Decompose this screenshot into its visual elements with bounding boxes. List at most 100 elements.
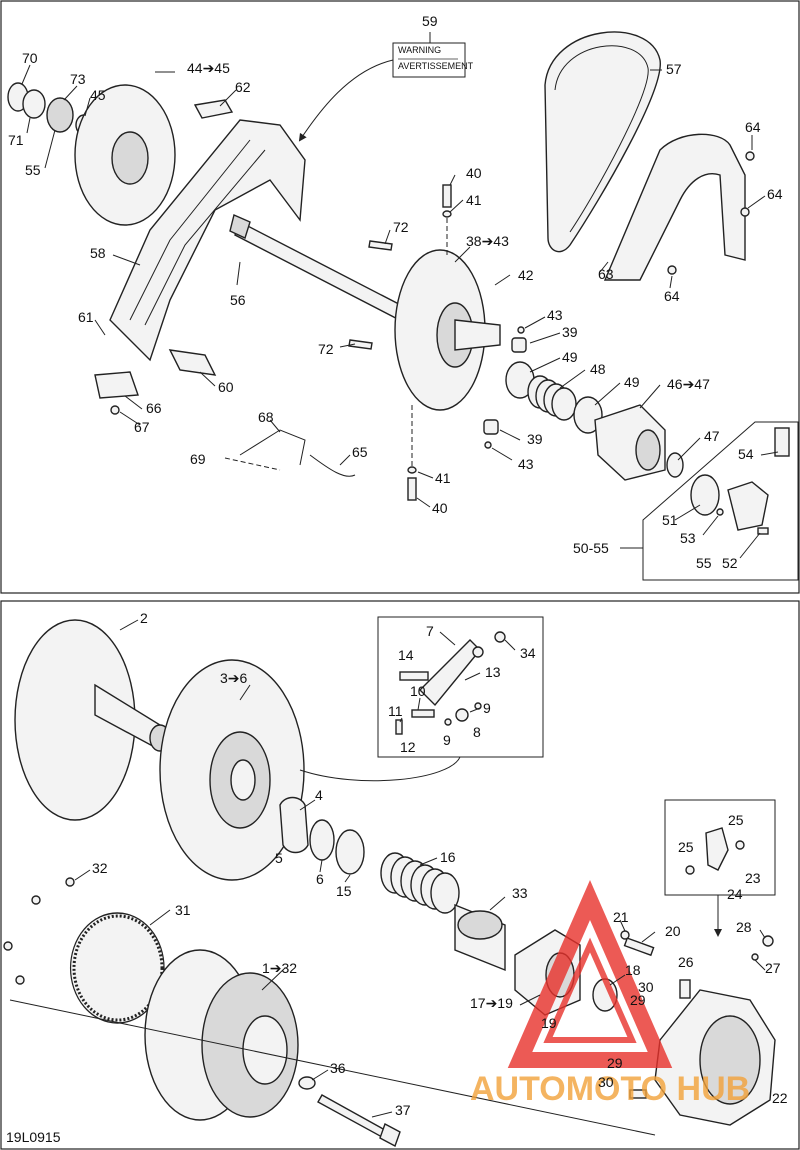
label-25a: 25 <box>728 812 744 828</box>
label-3-6: 3➔6 <box>220 670 248 686</box>
lever-detail-box <box>377 616 544 758</box>
label-51: 51 <box>662 512 678 528</box>
label-48: 48 <box>590 361 606 377</box>
screw-64c <box>667 265 677 275</box>
screw-32c <box>3 941 13 951</box>
label-53: 53 <box>680 530 696 546</box>
spring-48 <box>527 375 577 421</box>
label-17-19: 17➔19 <box>470 995 513 1011</box>
label-30b: 30 <box>598 1074 614 1090</box>
label-25b: 25 <box>678 839 694 855</box>
bolt-72b <box>348 339 373 350</box>
label-52: 52 <box>722 555 738 571</box>
label-50-55: 50-55 <box>573 540 609 556</box>
label-72a: 72 <box>393 219 409 235</box>
bracket-66 <box>94 371 139 399</box>
label-14: 14 <box>398 647 414 663</box>
label-39a: 39 <box>562 324 578 340</box>
label-62: 62 <box>235 79 251 95</box>
label-43a: 43 <box>547 307 563 323</box>
ring-6 <box>309 819 335 861</box>
label-7: 7 <box>426 623 434 639</box>
bushing-4 <box>279 796 309 854</box>
bottom-panel-frame <box>0 600 800 1150</box>
drawing-code: 19L0915 <box>6 1129 61 1145</box>
bolt-72a <box>368 240 393 251</box>
top-panel-frame <box>0 0 800 594</box>
label-69: 69 <box>190 451 206 467</box>
washer-9a <box>474 702 482 710</box>
screw-34a <box>494 631 506 643</box>
label-10: 10 <box>410 683 426 699</box>
screw-40b <box>407 477 417 501</box>
label-16: 16 <box>440 849 456 865</box>
label-12: 12 <box>400 739 416 755</box>
weight-24 <box>705 827 729 871</box>
slider-39b <box>483 419 499 435</box>
label-65: 65 <box>352 444 368 460</box>
label-24: 24 <box>727 886 743 902</box>
label-55a: 55 <box>25 162 41 178</box>
pin-26 <box>679 979 691 999</box>
label-21: 21 <box>613 909 629 925</box>
label-60: 60 <box>218 379 234 395</box>
label-33: 33 <box>512 885 528 901</box>
label-45: 45 <box>90 87 106 103</box>
label-64c: 64 <box>664 288 680 304</box>
label-58: 58 <box>90 245 106 261</box>
callout-labels: 59 70 73 44➔45 62 45 71 55 58 56 61 60 6… <box>8 13 788 1118</box>
weight-detail-box <box>664 799 776 896</box>
label-70: 70 <box>22 50 38 66</box>
screw-32d <box>15 975 25 985</box>
drive-belt-57 <box>544 31 661 253</box>
label-44-45: 44➔45 <box>187 60 230 76</box>
washer-36 <box>298 1076 316 1090</box>
roller-8 <box>455 708 469 722</box>
bracket-60 <box>168 349 217 376</box>
label-40a: 40 <box>466 165 482 181</box>
label-64a: 64 <box>745 119 761 135</box>
spring-16 <box>380 852 460 914</box>
label-49b: 49 <box>624 374 640 390</box>
detail-box-50-55 <box>642 421 799 581</box>
pin-10 <box>411 709 435 718</box>
pin-20 <box>623 937 655 957</box>
washer-9b <box>444 718 452 726</box>
screw-67 <box>110 405 120 415</box>
label-46-47: 46➔47 <box>667 376 710 392</box>
ring-gear-31 <box>69 912 165 1024</box>
key-54 <box>774 427 790 457</box>
label-40b: 40 <box>432 500 448 516</box>
label-30a: 30 <box>638 979 654 995</box>
label-57: 57 <box>666 61 682 77</box>
circlip-47 <box>666 452 684 478</box>
label-37: 37 <box>395 1102 411 1118</box>
label-71: 71 <box>8 132 24 148</box>
label-27: 27 <box>765 960 781 976</box>
label-42: 42 <box>518 267 534 283</box>
nut-53 <box>716 508 724 516</box>
screw-64a <box>745 151 755 161</box>
washer-41a <box>442 210 452 218</box>
label-11: 11 <box>388 703 403 719</box>
ring-71 <box>22 89 46 119</box>
label-41b: 41 <box>435 470 451 486</box>
label-4: 4 <box>315 787 323 803</box>
washer-27 <box>751 953 759 961</box>
label-66: 66 <box>146 400 162 416</box>
label-19: 19 <box>541 1015 557 1031</box>
label-68: 68 <box>258 409 274 425</box>
label-39b: 39 <box>527 431 543 447</box>
label-43b: 43 <box>518 456 534 472</box>
label-26: 26 <box>678 954 694 970</box>
label-31: 31 <box>175 902 191 918</box>
nut-43a <box>517 326 525 334</box>
label-5: 5 <box>275 850 283 866</box>
label-41a: 41 <box>466 192 482 208</box>
screw-34b <box>472 646 484 658</box>
warning-decal-title: WARNING <box>398 45 441 55</box>
pin-14 <box>399 671 429 681</box>
watermark-logo: AUTOMOTO HUB <box>470 880 750 1108</box>
screw-40a <box>442 184 452 208</box>
